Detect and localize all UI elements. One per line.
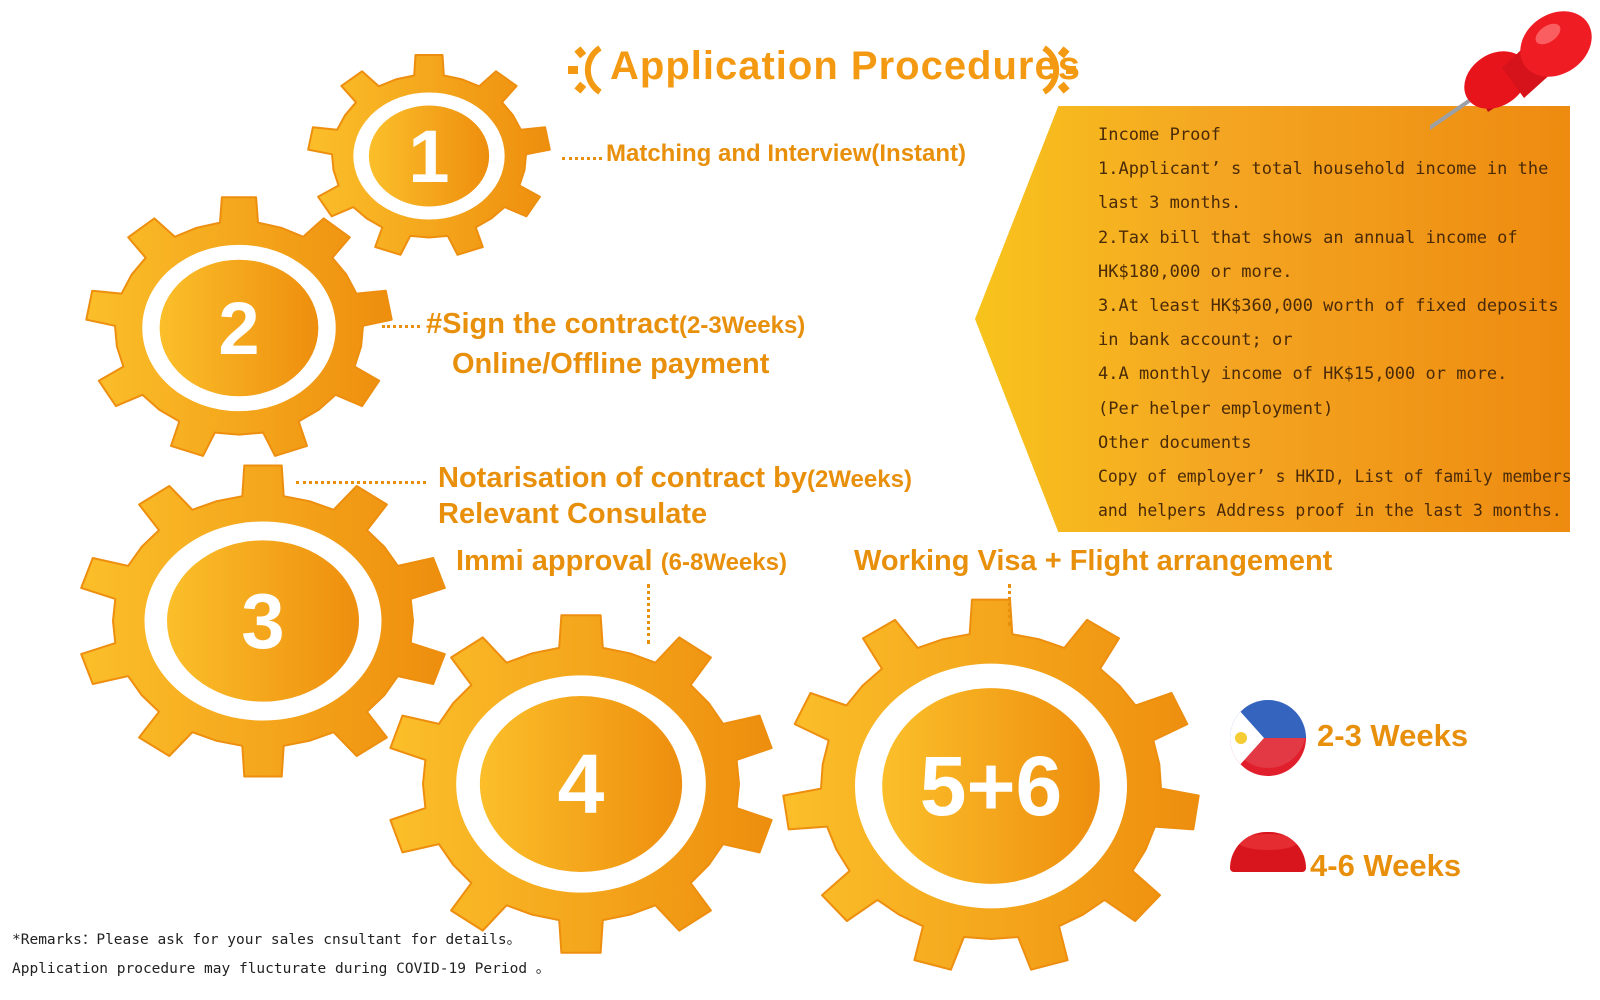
panel-line: 3.At least HK$360,000 worth of fixed dep…: [1098, 295, 1559, 316]
gear-step-4: 4: [380, 604, 782, 964]
step-1-number: 1: [408, 114, 450, 198]
step-2-number: 2: [218, 286, 260, 370]
indonesia-duration: 4-6 Weeks: [1310, 848, 1462, 883]
step-2-label: #Sign the contract(2-3Weeks): [426, 308, 805, 341]
step-1-label: Matching and Interview(Instant): [606, 140, 967, 167]
connector-3: [296, 481, 426, 484]
title-right-gear-icon: [1042, 45, 1076, 95]
step-2-duration: (2-3Weeks): [679, 312, 806, 339]
gear-step-3: 3: [70, 460, 456, 782]
gear-step-1: 1: [298, 42, 560, 270]
connector-1: [562, 157, 602, 160]
panel-line: 1.Applicant’ s total household income in…: [1098, 159, 1549, 180]
step-3-duration: (2Weeks): [807, 466, 912, 493]
panel-line: Other documents: [1098, 432, 1252, 453]
step-5-6-label: Working Visa + Flight arrangement: [854, 545, 1333, 577]
step-4-duration: (6-8Weeks): [660, 549, 787, 576]
step-4-label-text: Immi approval: [456, 545, 653, 577]
page-title: Application Procedures: [610, 44, 1081, 88]
connector-4: [647, 584, 650, 644]
step-5-6-number: 5+6: [919, 738, 1063, 833]
step-3-number: 3: [241, 576, 285, 665]
remark-line-2: Application procedure may flucturate dur…: [12, 961, 551, 977]
step-4-label: Immi approval (6-8Weeks): [456, 545, 787, 578]
requirements-text: Income Proof 1.Applicant’ s total househ…: [1098, 118, 1572, 528]
philippines-flag-icon: [1230, 700, 1306, 776]
step-2-label-line1: #Sign the contract: [426, 308, 679, 340]
panel-line: in bank account; or: [1098, 330, 1293, 351]
panel-line: (Per helper employment): [1098, 398, 1334, 419]
connector-2: [382, 325, 420, 328]
panel-line: 4.A monthly income of HK$15,000 or more.: [1098, 364, 1508, 385]
gear-step-2: 2: [80, 192, 398, 464]
panel-line: Income Proof: [1098, 125, 1221, 145]
connector-5-6: [1008, 584, 1011, 626]
step-3-label-line2: Relevant Consulate: [438, 498, 708, 530]
panel-line: Copy of employer’ s HKID, List of family…: [1098, 466, 1572, 486]
panel-line: HK$180,000 or more.: [1098, 261, 1293, 282]
panel-line: last 3 months.: [1098, 193, 1242, 214]
panel-line: 2.Tax bill that shows an annual income o…: [1098, 227, 1518, 248]
step-3-label-line1: Notarisation of contract by: [438, 462, 807, 494]
step-3-label: Notarisation of contract by(2Weeks): [438, 462, 912, 495]
philippines-duration: 2-3 Weeks: [1317, 718, 1469, 753]
gear-step-5-6: 5+6: [778, 590, 1204, 982]
step-4-number: 4: [557, 736, 605, 831]
requirements-panel: [975, 106, 1570, 532]
remark-line-1: *Remarks：Please ask for your sales cnsul…: [12, 932, 522, 948]
title-left-gear-icon: [568, 45, 602, 95]
pushpin-icon: [1430, 11, 1592, 131]
step-2-label-line2: Online/Offline payment: [452, 348, 770, 380]
indonesia-flag-icon: [1230, 832, 1306, 872]
panel-line: and helpers Address proof in the last 3 …: [1098, 501, 1562, 521]
